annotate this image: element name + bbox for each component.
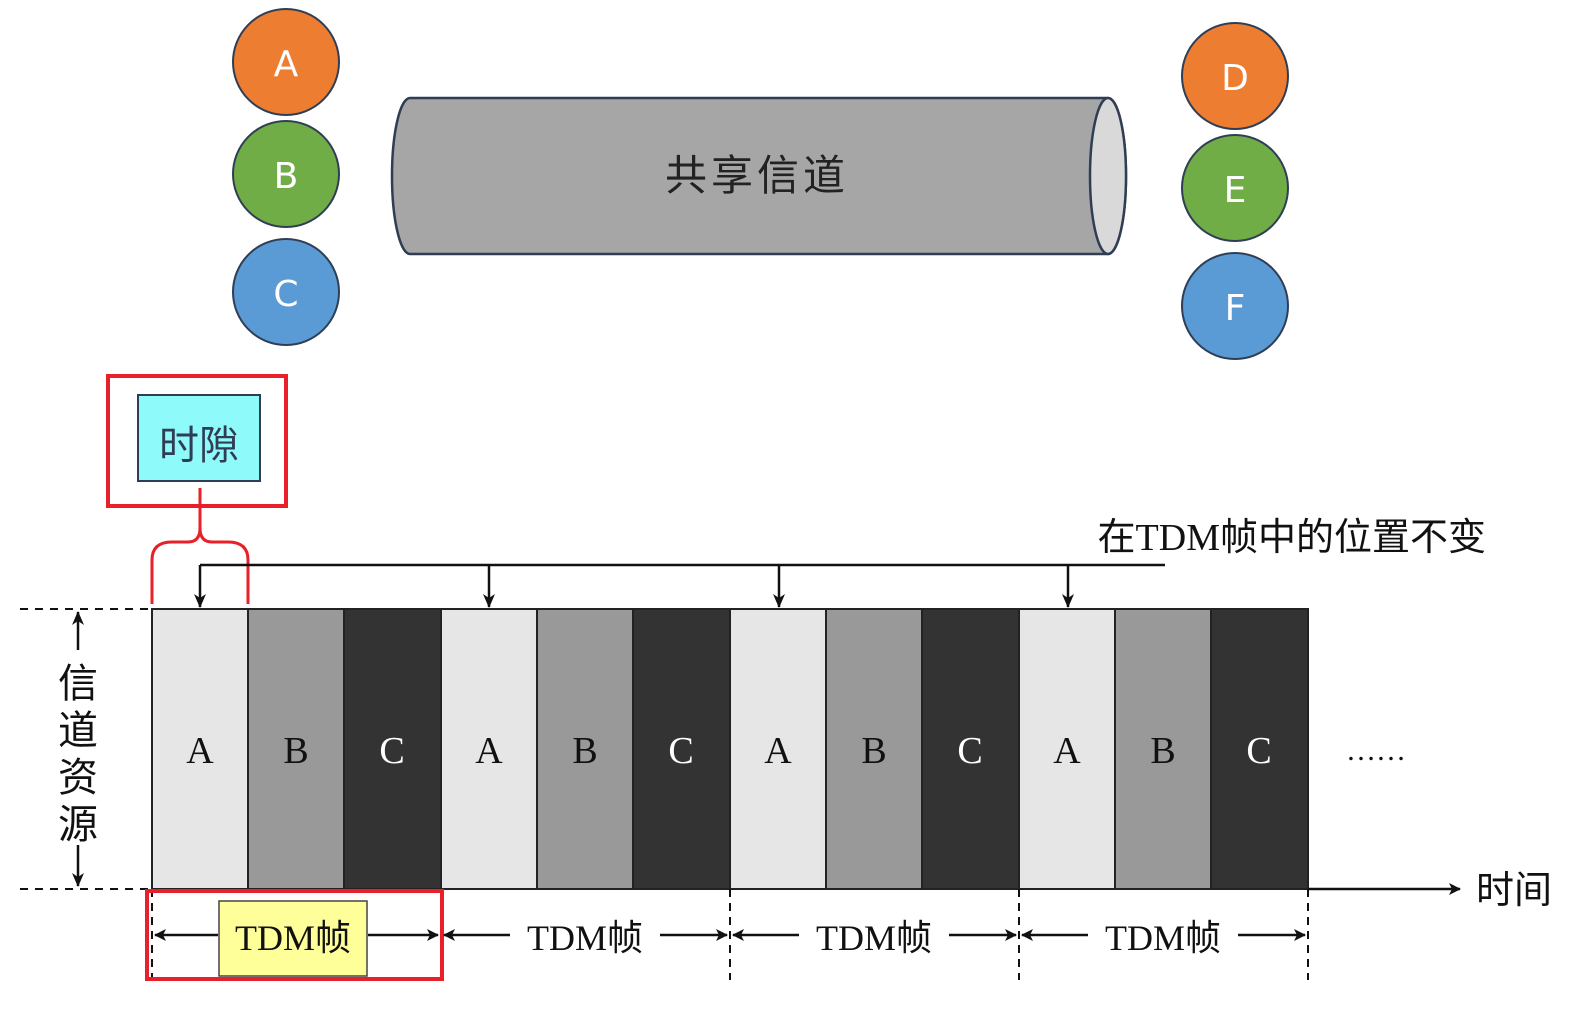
slot-rect bbox=[825, 608, 923, 890]
slot-rect bbox=[440, 608, 538, 890]
receiver-stations: D E F bbox=[1181, 22, 1289, 360]
station-circle bbox=[1181, 252, 1289, 360]
slot-label: C bbox=[957, 730, 982, 772]
slot: C bbox=[632, 608, 731, 890]
slot-rect bbox=[729, 608, 827, 890]
slot-label: C bbox=[668, 730, 693, 772]
slot: C bbox=[343, 608, 442, 890]
station-circle bbox=[232, 8, 340, 116]
slot-rect bbox=[536, 608, 634, 890]
station-d: D bbox=[1181, 22, 1289, 130]
frame-2: TDM帧 bbox=[443, 918, 728, 958]
time-slot-label: 时隙 bbox=[159, 423, 239, 469]
slot-rect bbox=[632, 608, 731, 890]
slot: C bbox=[1210, 608, 1309, 890]
slot: A bbox=[1018, 608, 1116, 890]
sender-stations: A B C bbox=[232, 8, 340, 346]
slot: B bbox=[1114, 608, 1212, 890]
frame-label: TDM帧 bbox=[816, 918, 932, 958]
frame-label-box bbox=[218, 900, 368, 977]
station-letter: F bbox=[1225, 288, 1246, 329]
slot-label: A bbox=[764, 730, 792, 772]
channel-resource-axis: 信 道 资 源 bbox=[20, 608, 152, 890]
frame-label: TDM帧 bbox=[1105, 918, 1221, 958]
station-circle bbox=[232, 120, 340, 228]
slot-label: C bbox=[379, 730, 404, 772]
station-a: A bbox=[232, 8, 340, 116]
slot-label: A bbox=[186, 730, 214, 772]
tdm-slots: A B C A B C A B bbox=[151, 608, 1309, 890]
position-note-text: 在TDM帧中的位置不变 bbox=[1098, 517, 1486, 559]
slot: B bbox=[247, 608, 345, 890]
station-f: F bbox=[1181, 252, 1289, 360]
slot-label: B bbox=[283, 730, 308, 772]
station-c: C bbox=[232, 238, 340, 346]
station-circle bbox=[232, 238, 340, 346]
time-axis: 时间 bbox=[1308, 870, 1552, 912]
y-axis-label-char: 信 bbox=[58, 661, 98, 706]
slot: A bbox=[729, 608, 827, 890]
slot: C bbox=[921, 608, 1020, 890]
slot: A bbox=[151, 608, 249, 890]
slot: B bbox=[536, 608, 634, 890]
station-letter: C bbox=[273, 274, 298, 315]
slot-label: B bbox=[1150, 730, 1175, 772]
slot-label: A bbox=[1053, 730, 1081, 772]
slot: B bbox=[825, 608, 923, 890]
slot-label: C bbox=[1246, 730, 1271, 772]
frame-label: TDM帧 bbox=[527, 918, 643, 958]
channel-pipe-end bbox=[1088, 96, 1128, 256]
slot-rect bbox=[1210, 608, 1309, 890]
time-slot-label-box bbox=[137, 394, 261, 482]
ellipsis: …… bbox=[1346, 734, 1406, 767]
frame-label: TDM帧 bbox=[235, 918, 351, 958]
channel-label: 共享信道 bbox=[665, 151, 849, 200]
time-slot-highlight-box bbox=[106, 374, 288, 508]
station-letter: D bbox=[1221, 58, 1249, 99]
station-letter: A bbox=[274, 44, 299, 85]
station-e: E bbox=[1181, 134, 1289, 242]
slot-rect bbox=[1018, 608, 1116, 890]
frame-3: TDM帧 bbox=[732, 918, 1017, 958]
station-circle bbox=[1181, 22, 1289, 130]
shared-channel: 共享信道 bbox=[390, 96, 1128, 256]
station-circle bbox=[1181, 134, 1289, 242]
y-axis-label-char: 资 bbox=[58, 755, 98, 800]
slot-label: B bbox=[861, 730, 886, 772]
station-b: B bbox=[232, 120, 340, 228]
y-axis-label-char: 源 bbox=[58, 802, 98, 847]
time-slot-callout: 时隙 bbox=[106, 374, 288, 604]
slot-rect bbox=[921, 608, 1020, 890]
time-slot-brace bbox=[150, 488, 250, 604]
station-letter: E bbox=[1224, 170, 1247, 211]
y-axis-label-char: 道 bbox=[58, 708, 98, 753]
slot-label: B bbox=[572, 730, 597, 772]
frame-4: TDM帧 bbox=[1021, 918, 1306, 958]
station-letter: B bbox=[274, 156, 299, 197]
frame-1: TDM帧 bbox=[145, 889, 444, 981]
frame-highlight-box bbox=[145, 889, 444, 981]
slot: A bbox=[440, 608, 538, 890]
x-axis-label: 时间 bbox=[1476, 870, 1552, 912]
position-note: 在TDM帧中的位置不变 bbox=[194, 517, 1486, 608]
slot-label: A bbox=[475, 730, 503, 772]
